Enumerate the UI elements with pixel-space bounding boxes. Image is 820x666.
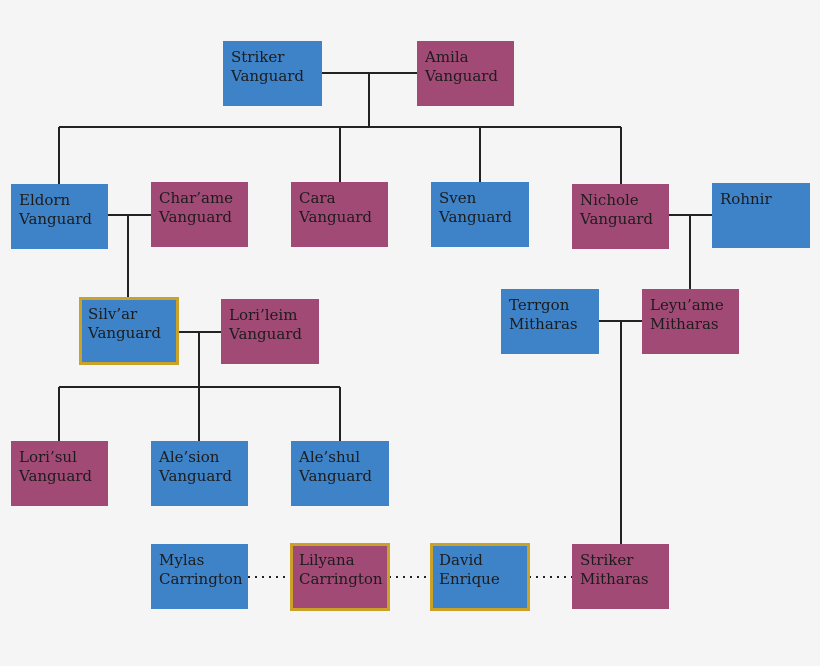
person-david-enrique: David Enrique: [430, 543, 530, 611]
person-last-name: Vanguard: [580, 210, 654, 228]
person-first-name: Nichole: [580, 191, 639, 209]
person-last-name: Carrington: [299, 570, 383, 588]
person-last-name: Vanguard: [19, 210, 93, 228]
person-first-name: Char’ame: [159, 189, 234, 207]
person-last-name: Vanguard: [231, 67, 305, 85]
person-last-name: Vanguard: [19, 467, 93, 485]
person-lorileim-vanguard: Lori’leim Vanguard: [221, 299, 319, 364]
person-eldorn-vanguard: Eldorn Vanguard: [11, 184, 108, 249]
person-last-name: Enrique: [439, 570, 500, 588]
person-first-name: Striker: [580, 551, 634, 569]
person-last-name: Mitharas: [580, 570, 649, 588]
person-striker-mitharas: Striker Mitharas: [572, 544, 669, 609]
person-lorisul-vanguard: Lori’sul Vanguard: [11, 441, 108, 506]
person-last-name: Vanguard: [299, 467, 373, 485]
person-last-name: Vanguard: [159, 467, 233, 485]
person-first-name: Amila: [425, 48, 469, 66]
person-last-name: Carrington: [159, 570, 243, 588]
person-last-name: Vanguard: [88, 324, 162, 342]
person-first-name: Mylas: [159, 551, 205, 569]
person-first-name: Lori’leim: [229, 306, 298, 324]
person-first-name: Eldorn: [19, 191, 71, 209]
person-aleshul-vanguard: Ale’shul Vanguard: [291, 441, 389, 506]
person-first-name: Terrgon: [509, 296, 570, 314]
person-first-name: Rohnir: [720, 190, 772, 208]
person-first-name: David: [439, 551, 483, 569]
person-sven-vanguard: Sven Vanguard: [431, 182, 529, 247]
person-first-name: Leyu’ame: [650, 296, 724, 314]
person-first-name: Cara: [299, 189, 336, 207]
person-last-name: Vanguard: [439, 208, 513, 226]
person-terrgon-mitharas: Terrgon Mitharas: [501, 289, 599, 354]
person-first-name: Striker: [231, 48, 285, 66]
person-last-name: Vanguard: [229, 325, 303, 343]
person-first-name: Silv’ar: [88, 305, 138, 323]
person-last-name: Vanguard: [425, 67, 499, 85]
person-cara-vanguard: Cara Vanguard: [291, 182, 388, 247]
person-first-name: Lilyana: [299, 551, 355, 569]
person-silvar-vanguard: Silv’ar Vanguard: [79, 297, 179, 365]
person-last-name: Mitharas: [509, 315, 578, 333]
person-leyuame-mitharas: Leyu’ame Mitharas: [642, 289, 739, 354]
person-last-name: Vanguard: [299, 208, 373, 226]
person-first-name: Lori’sul: [19, 448, 77, 466]
person-first-name: Sven: [439, 189, 477, 207]
person-striker-vanguard: Striker Vanguard: [223, 41, 322, 106]
person-first-name: Ale’sion: [159, 448, 220, 466]
person-mylas-carrington: Mylas Carrington: [151, 544, 248, 609]
person-rohnir: Rohnir: [712, 183, 810, 248]
person-last-name: Mitharas: [650, 315, 719, 333]
person-lilyana-carrington: Lilyana Carrington: [290, 543, 390, 611]
person-nichole-vanguard: Nichole Vanguard: [572, 184, 669, 249]
person-alesion-vanguard: Ale’sion Vanguard: [151, 441, 248, 506]
person-first-name: Ale’shul: [299, 448, 361, 466]
person-amila-vanguard: Amila Vanguard: [417, 41, 514, 106]
person-charame-vanguard: Char’ame Vanguard: [151, 182, 248, 247]
person-last-name: Vanguard: [159, 208, 233, 226]
